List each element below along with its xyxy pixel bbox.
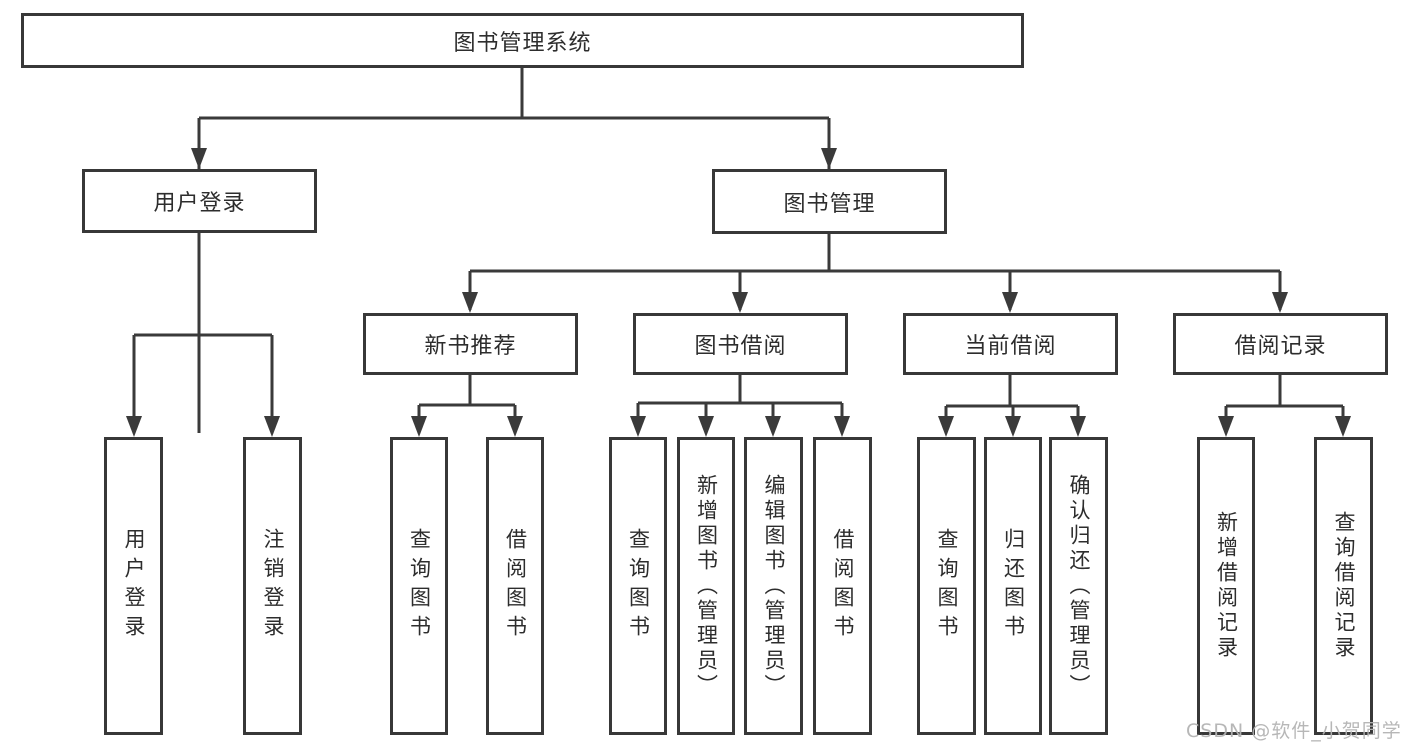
node-new-book-recommendation: 新书推荐 <box>363 313 578 375</box>
watermark: CSDN @软件_小贺同学 <box>1186 720 1402 742</box>
leaf-add-borrow-record: 新增借阅记录 <box>1197 437 1255 735</box>
leaf-edit-books-admin: 编辑图书（管理员） <box>744 437 803 735</box>
node-current-borrowing: 当前借阅 <box>903 313 1118 375</box>
leaf-query-books-recommend: 查询图书 <box>390 437 448 735</box>
leaf-borrow-books-recommend: 借阅图书 <box>486 437 544 735</box>
leaf-return-books: 归还图书 <box>984 437 1042 735</box>
node-book-management: 图书管理 <box>712 169 947 234</box>
node-borrowing-records: 借阅记录 <box>1173 313 1388 375</box>
leaf-confirm-return-admin: 确认归还（管理员） <box>1049 437 1108 735</box>
leaf-query-books-current: 查询图书 <box>917 437 976 735</box>
leaf-add-books-admin: 新增图书（管理员） <box>677 437 735 735</box>
leaf-borrow-books: 借阅图书 <box>813 437 872 735</box>
arrowheads <box>126 148 1351 437</box>
node-root-library-management-system: 图书管理系统 <box>21 13 1024 68</box>
leaf-query-borrow-record: 查询借阅记录 <box>1314 437 1373 735</box>
node-user-login: 用户登录 <box>82 169 317 233</box>
leaf-logout: 注销登录 <box>243 437 302 735</box>
node-book-borrowing: 图书借阅 <box>633 313 848 375</box>
leaf-query-books-borrowing: 查询图书 <box>609 437 667 735</box>
leaf-user-login: 用户登录 <box>104 437 163 735</box>
